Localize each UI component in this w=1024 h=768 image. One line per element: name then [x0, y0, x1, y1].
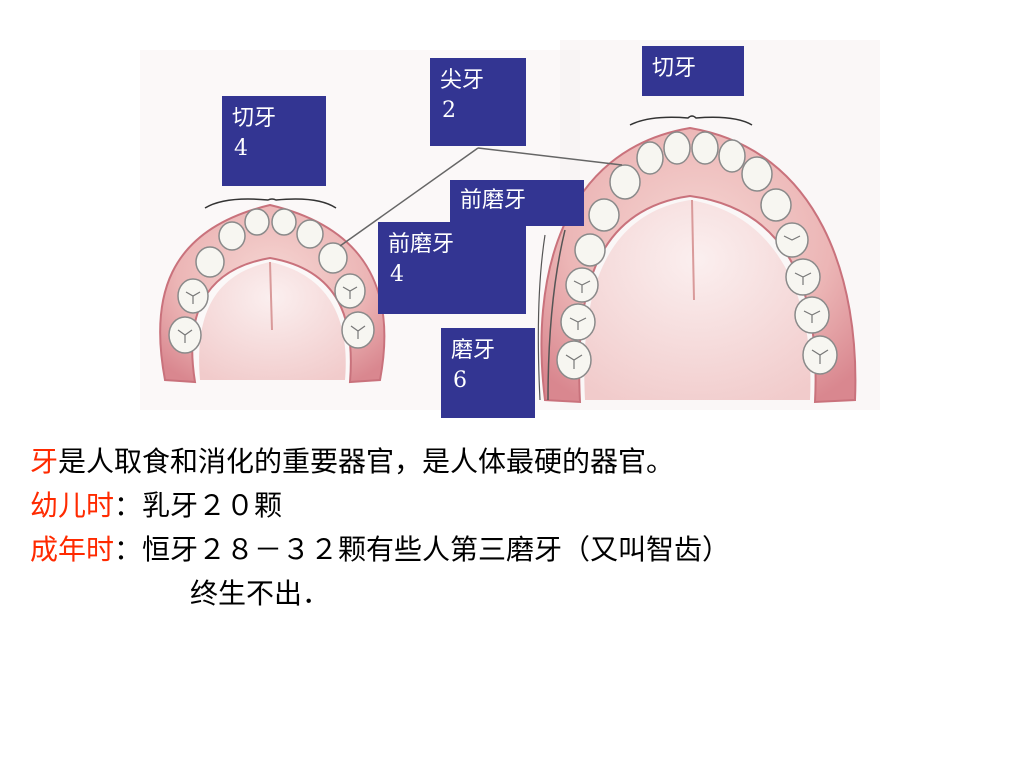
text-line-1: 牙是人取食和消化的重要器官，是人体最硬的器官。 [30, 440, 1020, 484]
adult-teeth-text: ：恒牙２８－３２颗有些人第三磨牙（又叫智齿） [114, 533, 731, 566]
label-adult-premolar: 前磨牙 [450, 180, 584, 226]
label-child-premolar: 前磨牙 4 [378, 222, 526, 314]
label-count: 4 [234, 136, 248, 161]
child-dental-arch [159, 198, 386, 384]
label-count: 2 [442, 98, 456, 123]
label-child-canine: 尖牙 2 [430, 58, 526, 146]
text-line-2: 幼儿时：乳牙２０颗 [30, 484, 1020, 528]
canine-leader-line-adult [477, 147, 623, 166]
text-line-3: 成年时：恒牙２８－３２颗有些人第三磨牙（又叫智齿） [30, 528, 1020, 572]
childhood-teeth: ：乳牙２０颗 [114, 489, 283, 522]
label-name: 前磨牙 [460, 188, 527, 213]
highlight-childhood: 幼儿时 [30, 489, 115, 522]
label-name: 切牙 [232, 106, 277, 131]
label-count: 6 [453, 368, 467, 393]
label-count: 4 [390, 262, 404, 287]
label-child-incisor: 切牙 4 [222, 96, 326, 186]
adult-dental-arch [537, 115, 857, 404]
highlight-tooth: 牙 [30, 445, 59, 478]
adult-teeth-continuation: 终生不出． [190, 577, 331, 610]
text-line-4: 终生不出． [30, 572, 1020, 616]
label-name: 尖牙 [440, 68, 485, 93]
label-name: 磨牙 [451, 338, 496, 363]
slide-text: 牙是人取食和消化的重要器官，是人体最硬的器官。 幼儿时：乳牙２０颗 成年时：恒牙… [30, 440, 1020, 616]
adult-teeth [556, 131, 838, 380]
label-name: 切牙 [652, 56, 697, 81]
label-child-molar: 磨牙 6 [441, 328, 535, 418]
highlight-adulthood: 成年时 [30, 533, 115, 566]
label-name: 前磨牙 [388, 232, 455, 257]
label-adult-incisor: 切牙 [642, 46, 744, 96]
tooth-description: 是人取食和消化的重要器官，是人体最硬的器官。 [58, 445, 675, 478]
canine-leader-line [339, 147, 479, 247]
